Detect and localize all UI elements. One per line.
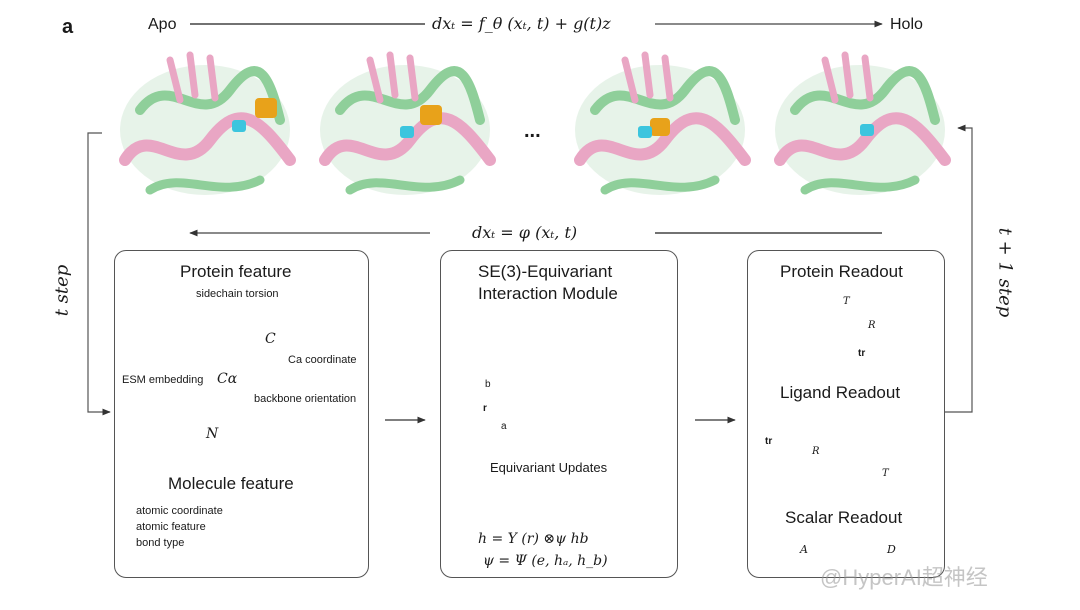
forward-equation: dxₜ = f_θ (xₜ, t) + g(t)z — [432, 14, 611, 33]
ligand-readout-r: R — [812, 446, 820, 457]
protein-structure-4 — [774, 51, 951, 195]
protein-structure-3 — [574, 51, 751, 195]
ellipsis: ... — [524, 120, 541, 142]
right-loop-arrow — [945, 124, 973, 413]
legend-atomic-coordinate: atomic coordinate — [136, 505, 223, 517]
vector-r-label: r — [483, 403, 487, 414]
protein-readout-r: R — [868, 320, 876, 331]
ligand-readout-title: Ligand Readout — [780, 383, 901, 402]
node-ca-label: Cα — [217, 371, 238, 387]
ligand-readout-t: T — [882, 468, 889, 479]
node-a-label: a — [501, 421, 507, 432]
legend-atomic-feature: atomic feature — [136, 521, 206, 533]
node-b-label: b — [485, 379, 491, 390]
holo-label: Holo — [890, 16, 923, 33]
protein-readout-t: T — [843, 296, 850, 307]
t-plus-1-step-label: t + 1 step — [994, 227, 1016, 318]
node-n-label: N — [206, 426, 219, 442]
molecule-feature-title: Molecule feature — [168, 474, 294, 493]
feature-panel — [114, 250, 369, 578]
backbone-orientation-label: backbone orientation — [254, 393, 357, 405]
node-c-label: C — [265, 331, 276, 347]
left-loop-arrow — [87, 132, 111, 416]
backward-equation: dxₜ = φ (xₜ, t) — [472, 223, 578, 242]
scalar-readout-d: D — [887, 543, 896, 556]
se3-title-line2: Interaction Module — [478, 284, 618, 303]
protein-structure-2 — [319, 51, 496, 195]
ligand-readout-tr: tr — [765, 436, 773, 447]
equivariant-updates-caption: Equivariant Updates — [490, 460, 608, 475]
scalar-readout-title: Scalar Readout — [785, 508, 903, 527]
se3-equation-2: ψ = Ψ (e, hₐ, h_b) — [483, 553, 608, 569]
sidechain-torsion-label: sidechain torsion — [196, 288, 279, 300]
panel-label: a — [62, 16, 74, 38]
legend-bond-type: bond type — [136, 537, 185, 549]
protein-readout-title: Protein Readout — [780, 262, 903, 281]
apo-label: Apo — [148, 16, 177, 33]
se3-title-line1: SE(3)-Equivariant — [478, 262, 613, 281]
scalar-readout-a: A — [800, 543, 808, 556]
se3-panel — [440, 250, 678, 578]
readout-panel — [747, 250, 945, 578]
protein-readout-tr: tr — [858, 348, 866, 359]
t-step-label: t step — [51, 264, 73, 317]
se3-equation-1: h = Y (r) ⊗ψ hb — [478, 531, 589, 547]
protein-feature-title: Protein feature — [180, 262, 292, 281]
esm-embedding-label: ESM embedding — [122, 374, 204, 386]
watermark: @HyperAI超神经 — [820, 565, 988, 590]
ca-coordinate-label: Ca coordinate — [288, 354, 357, 366]
protein-structure-1 — [119, 51, 296, 195]
